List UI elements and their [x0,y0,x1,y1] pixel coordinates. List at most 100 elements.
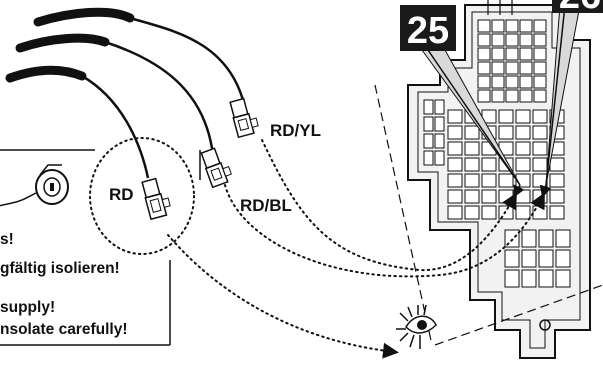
fuse-slot [477,47,491,61]
fuse-slot [447,205,463,220]
fuse-slot [464,141,480,156]
fuse-slot [498,173,514,188]
fuse-slot [447,125,463,140]
fuse-slot [533,19,547,33]
fuse-slot [447,141,463,156]
fuse-slot [515,173,531,188]
fuse-slot [533,89,547,103]
fuse-slot [481,205,497,220]
fuse-slot [434,99,445,115]
fuse-slot [491,47,505,61]
fuse-slot [423,133,434,149]
cable-sleeve-rd [5,65,87,83]
fuse-slot [504,249,520,268]
wire-label-rd-yl: RD/YL [270,121,321,140]
fuse-slot [538,269,554,288]
wire-label-rd: RD [109,185,134,204]
fuse-slot [532,173,548,188]
fuse-slot [555,269,571,288]
fuse-slot [532,157,548,172]
fuse-slot [434,150,445,166]
fuse-slot [477,61,491,75]
fuse-slot [505,89,519,103]
fuse-slot [505,19,519,33]
fuse-slot [515,109,531,124]
fuse-slot [519,19,533,33]
warning-line-de-1: s! [0,231,14,248]
fuse-slot [533,47,547,61]
fuse-slot [521,269,537,288]
callout-26: 26 [552,0,603,17]
fuse-slot [464,205,480,220]
socket-icon [0,164,69,207]
fuse-slot [532,109,548,124]
cable-sleeve-rd-yl [33,7,135,27]
wire-label-rd-bl: RD/BL [240,196,292,215]
fuse-slot [532,141,548,156]
fuse-slot [434,133,445,149]
fuse-slot [464,157,480,172]
fuse-slot [423,116,434,132]
fuse-slot [555,229,571,248]
fuse-slot [515,141,531,156]
fuse-slot [498,125,514,140]
fuse-slot [515,125,531,140]
fuse-slot [549,157,565,172]
fuse-slot [447,157,463,172]
fuse-slot [505,75,519,89]
fuse-slot [533,33,547,47]
route-rd-bl [224,184,545,278]
route-rd [167,234,399,359]
route-rd-yl [261,139,517,272]
fuse-slot [538,249,554,268]
fuse-slot [519,33,533,47]
fuse-slot [519,61,533,75]
callout-26-label: 26 [559,0,601,17]
callout-25-label: 25 [407,10,449,52]
fuse-slot [521,229,537,248]
fuse-slot [423,150,434,166]
warning-line-en-1: supply! [0,299,55,316]
cables [5,7,247,179]
fuse-slot [464,173,480,188]
mounting-hole [539,319,551,331]
fuse-slot [477,19,491,33]
fuse-slot [505,61,519,75]
fuse-slot [491,19,505,33]
fuse-slot [447,173,463,188]
warning-line-en-2: nsolate carefully! [0,321,128,338]
fuse-slot [434,116,445,132]
fuse-slot [464,125,480,140]
fuse-slot [519,89,533,103]
fuse-slot [491,33,505,47]
fuse-slot [491,75,505,89]
fuse-slot [538,229,554,248]
fuse-slot [477,33,491,47]
fuse-slot [481,173,497,188]
fuse-slot [533,61,547,75]
fuse-slot [481,157,497,172]
fuse-slot [532,205,548,220]
connector-icon [141,97,259,221]
fuse-slot [515,205,531,220]
fuse-slot [447,189,463,204]
fuse-slot [515,189,531,204]
fuse-slot [498,109,514,124]
fuse-slot [555,249,571,268]
fuse-slot [521,249,537,268]
fuse-slot [498,189,514,204]
fuse-slot [423,99,434,115]
warning-line-de-2: gfältig isolieren! [0,260,120,277]
sight-lines [374,84,603,346]
fuse-slot [477,75,491,89]
fuse-slot [491,61,505,75]
eye-icon [396,304,437,349]
callout-25: 25 [400,5,456,52]
fuse-slot [505,47,519,61]
fuse-slot [519,75,533,89]
fuse-slot [505,33,519,47]
highlight-circle [89,137,195,255]
cable-rd-bl [104,40,215,156]
cable-rd-yl [129,16,247,109]
